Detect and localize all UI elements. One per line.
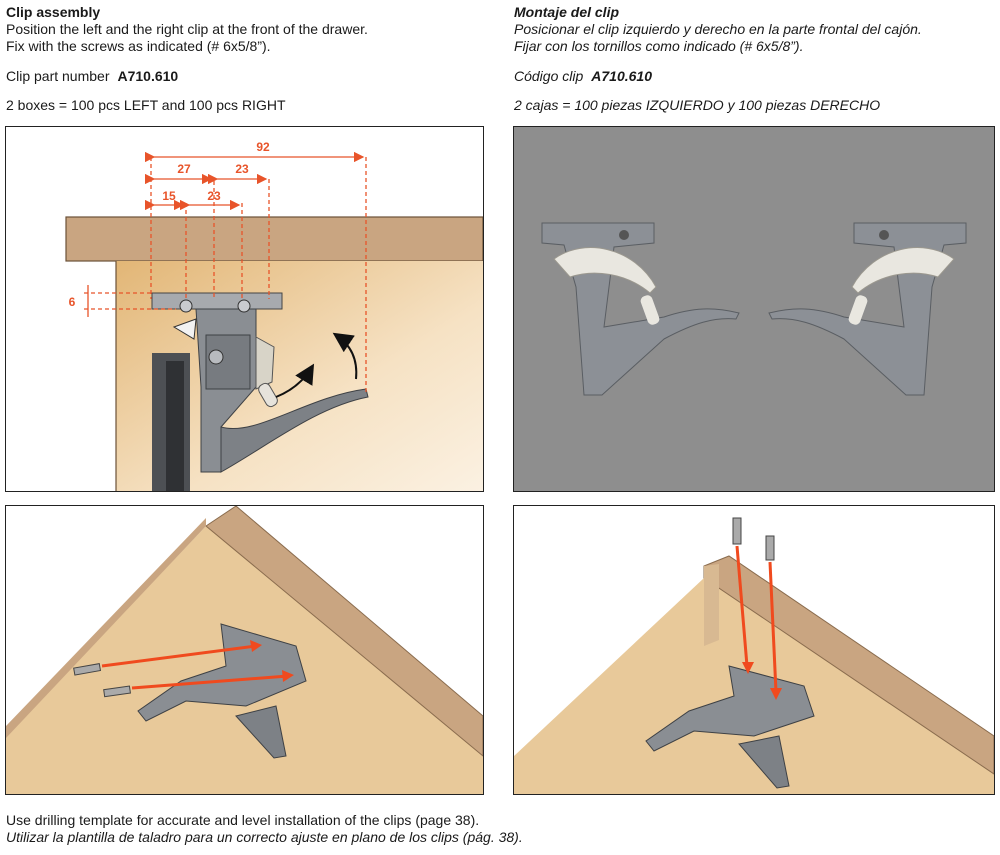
- footer-note-en: Use drilling template for accurate and l…: [6, 812, 480, 828]
- horizontal-screw-install-panel: [5, 505, 484, 795]
- clip-illustration-right: [645, 665, 815, 789]
- boxes-text-es: 2 cajas = 100 piezas IZQUIERDO y 100 pie…: [514, 97, 881, 113]
- instruction-line1-en: Position the left and the right clip at …: [6, 21, 368, 37]
- dimension-23-lower: 23: [207, 189, 221, 203]
- right-clip-photo: [768, 222, 967, 396]
- clips-photo-panel: [513, 126, 995, 492]
- instruction-line2-en: Fix with the screws as indicated (# 6x5/…: [6, 38, 271, 54]
- vertical-screw-illustration: [514, 517, 994, 794]
- screw-arrow-right: [768, 561, 778, 693]
- instruction-line1-es: Posicionar el clip izquierdo y derecho e…: [514, 21, 922, 37]
- screw-arrow-left: [735, 545, 749, 667]
- footer-note-es: Utilizar la plantilla de taladro para un…: [6, 829, 523, 845]
- screw-left-lower: [103, 685, 131, 698]
- dimension-drawing: 92 27 23 15 23 6: [65, 140, 483, 491]
- part-number-label-en: Clip part number: [6, 68, 110, 84]
- section-title-es: Montaje del clip: [514, 4, 620, 20]
- section-title-en: Clip assembly: [6, 4, 101, 20]
- left-clip-photo: [541, 222, 740, 396]
- screw-right-left: [732, 517, 742, 545]
- dimension-6: 6: [69, 295, 76, 309]
- dimension-92: 92: [256, 140, 270, 154]
- clips-photo: [514, 127, 994, 491]
- screw-arrow-lower: [131, 674, 289, 690]
- dimension-27: 27: [177, 162, 191, 176]
- motion-arrow-upper: [332, 332, 358, 380]
- part-number-es: A710.610: [591, 68, 652, 84]
- part-number-row-en: Clip part number A710.610: [6, 68, 178, 85]
- horizontal-screw-illustration: [6, 506, 483, 794]
- instruction-line2-es: Fijar con los tornillos como indicado (#…: [514, 38, 804, 54]
- motion-arrow-lower: [275, 363, 315, 398]
- dimension-15: 15: [162, 189, 176, 203]
- clip-illustration-left: [137, 623, 307, 759]
- screw-right-right: [765, 535, 775, 561]
- part-number-row-es: Código clip A710.610: [514, 68, 652, 85]
- clip-side-view: [151, 292, 369, 473]
- screw-arrow-upper: [101, 644, 257, 668]
- dimension-23-upper: 23: [235, 162, 249, 176]
- dimension-lines: [84, 151, 367, 392]
- drawer-top-board: [65, 216, 483, 262]
- part-number-en: A710.610: [117, 68, 179, 84]
- screw-left-upper: [73, 663, 102, 676]
- boxes-text-en: 2 boxes = 100 pcs LEFT and 100 pcs RIGHT: [6, 97, 286, 113]
- part-number-label-es: Código clip: [514, 68, 584, 84]
- dimension-drawing-panel: 92 27 23 15 23 6: [5, 126, 484, 492]
- vertical-screw-install-panel: [513, 505, 995, 795]
